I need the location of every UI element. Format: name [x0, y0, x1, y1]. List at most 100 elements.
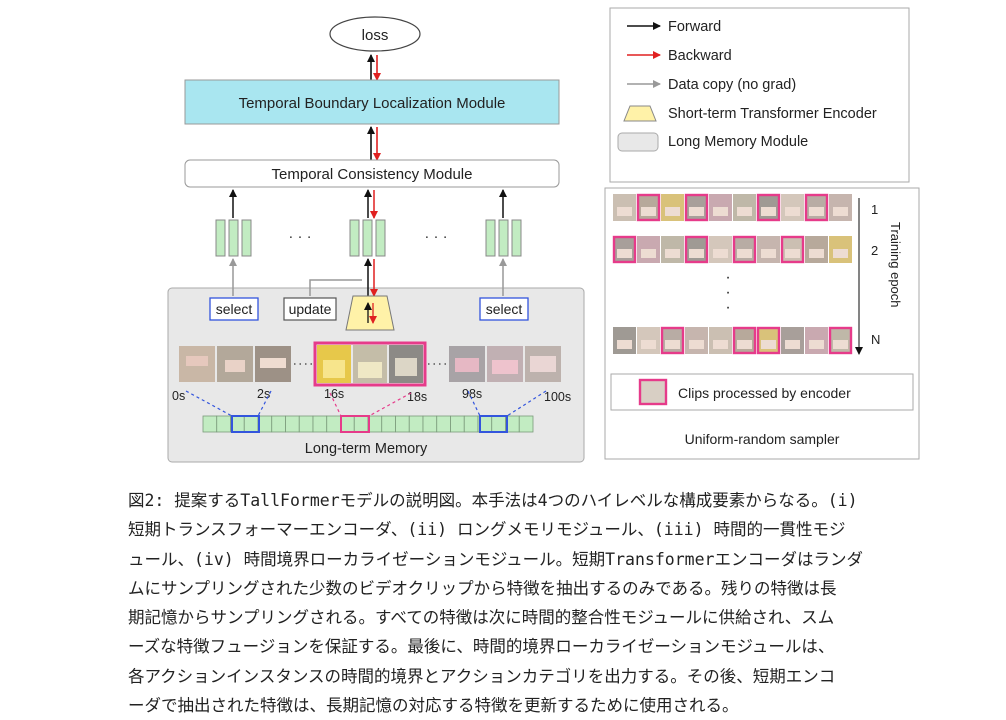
memory-cell: [367, 415, 383, 433]
time-label: 2s: [257, 387, 270, 401]
sampler-title: Uniform-random sampler: [685, 431, 840, 447]
sampler-frame-detail: [809, 249, 824, 258]
feature-group-right: [485, 219, 522, 257]
sampled-clip-highlight: [756, 193, 781, 222]
memory-cell: [202, 415, 218, 433]
training-epoch-label: Training epoch: [888, 222, 903, 308]
sampler-frame-rows: [612, 193, 853, 355]
caption-line: ーズな特徴フュージョンを保証する。最後に、時間的境界ローカライゼーションモジュー…: [128, 637, 835, 657]
trapezoid-icon: [623, 105, 657, 122]
video-frames-left: [179, 346, 291, 382]
memory-cell: [395, 415, 410, 433]
sampled-clip-highlight: [684, 235, 709, 264]
ellipsis-left: · · ·: [288, 228, 311, 245]
epoch-label: N: [871, 332, 880, 347]
sampler-frame-detail: [809, 340, 824, 349]
sampled-clip-highlight: [756, 326, 781, 355]
clips-label: Clips processed by encoder: [678, 385, 851, 401]
sampler-frame-detail: [713, 340, 728, 349]
memory-cell: [353, 415, 369, 433]
memory-cell: [518, 415, 534, 433]
video-frames-middle: [317, 345, 423, 383]
figure-caption: 図2: 提案するTallFormerモデルの説明図。本手法は4つのハイレベルな構…: [128, 486, 948, 720]
temporal-consistency-module: [184, 159, 560, 188]
caption-line: 図2: 提案するTallFormerモデルの説明図。本手法は4つのハイレベルな構…: [128, 491, 858, 510]
sampler-frame-detail: [737, 249, 752, 258]
caption-line: ュール、(iv) 時間境界ローカライゼーションモジュール。短期Transform…: [128, 549, 863, 569]
sampled-clip-highlight: [804, 193, 829, 222]
epoch-label: 1: [871, 202, 878, 217]
legend-label: Backward: [668, 48, 732, 64]
sampler-frame-detail: [785, 249, 800, 258]
caption-line: 短期トランスフォーマーエンコーダ、(ii) ロングメモリモジュール、(iii) …: [128, 520, 846, 540]
update-box: [283, 297, 337, 321]
memory-cell: [463, 415, 479, 433]
memory-cell: [285, 415, 300, 433]
sampler-frame-detail: [689, 249, 704, 258]
caption-line: ムにサンプリングされた少数のビデオクリップから特徴を抽出するのみである。残りの特…: [128, 578, 837, 598]
long-term-memory-label: Long-term Memory: [305, 441, 428, 457]
sampled-clip-highlight: [636, 193, 661, 222]
sampler-frame-detail: [809, 207, 824, 216]
sampler-frame-detail: [665, 207, 680, 216]
sampler-frame-detail: [641, 340, 656, 349]
sampled-clip-highlight: [660, 326, 685, 355]
sampler-frame-detail: [689, 340, 704, 349]
sampler-frame-detail: [833, 249, 848, 258]
sampler-frame-detail: [665, 249, 680, 258]
caption-line: 期記憶からサンプリングされる。すべての特徴は次に時間的整合性モジュールに供給され…: [128, 608, 835, 628]
sampler-frame-detail: [713, 249, 728, 258]
sampler-panel: [604, 187, 920, 460]
sampler-frame-detail: [833, 207, 848, 216]
time-label: 98s: [462, 387, 482, 401]
short-term-transformer-encoder: [345, 295, 395, 331]
select-label-left: select: [216, 301, 253, 317]
legend-label: Long Memory Module: [668, 134, 808, 150]
sampled-clip-highlight: [828, 326, 853, 355]
memory-cell: [257, 415, 273, 433]
memory-cell: [243, 415, 259, 433]
encoder-clips-highlight: [313, 341, 427, 387]
legend-box: [609, 7, 910, 183]
video-frames-right: [449, 346, 561, 382]
memory-cell: [491, 415, 506, 433]
memory-cell: [436, 415, 451, 433]
time-label: 0s: [172, 389, 185, 403]
caption-line: 各アクションインスタンスの時間的境界とアクションカテゴリを出力する。その後、短期…: [128, 666, 836, 686]
memory-cell: [298, 415, 314, 433]
tblm-label: Temporal Boundary Localization Module: [239, 95, 506, 112]
sampled-clip-highlight: [780, 235, 805, 264]
time-label: 16s: [324, 387, 344, 401]
time-label: 100s: [544, 390, 571, 404]
sampler-frame-detail: [617, 249, 632, 258]
select-box-left: [209, 297, 259, 321]
feature-group-middle: [349, 219, 386, 257]
clip-icon: [638, 378, 668, 406]
update-label: update: [289, 301, 332, 317]
sampler-frame-detail: [617, 340, 632, 349]
sampler-frame-detail: [785, 207, 800, 216]
sampled-clip-highlight: [732, 235, 757, 264]
memory-cell: [271, 415, 286, 433]
sampler-frame-detail: [761, 340, 776, 349]
tcm-label: Temporal Consistency Module: [272, 166, 473, 183]
sampler-frame-detail: [761, 207, 776, 216]
loss-node: [329, 16, 421, 52]
sampler-frame-detail: [641, 249, 656, 258]
sampler-frame-detail: [665, 340, 680, 349]
legend-label: Short-term Transformer Encoder: [668, 106, 877, 122]
memory-cell: [422, 415, 438, 433]
sampled-clip-highlight: [684, 193, 709, 222]
caption-line: ーダで抽出された特徴は、長期記憶の対応する特徴を更新するために使用される。: [128, 696, 739, 716]
memory-cell: [381, 415, 396, 433]
memory-cell: [326, 415, 341, 433]
sampled-clip-highlight: [612, 235, 637, 264]
legend-label: Forward: [668, 19, 721, 35]
loss-label: loss: [362, 27, 389, 44]
update-copy-line: [309, 279, 362, 296]
selected-memory-cells-left: [231, 415, 260, 433]
ellipsis-right: · · ·: [424, 228, 447, 245]
sampler-frame-detail: [833, 340, 848, 349]
vertical-dot: ·: [725, 284, 730, 301]
vertical-dot: ·: [725, 269, 730, 286]
